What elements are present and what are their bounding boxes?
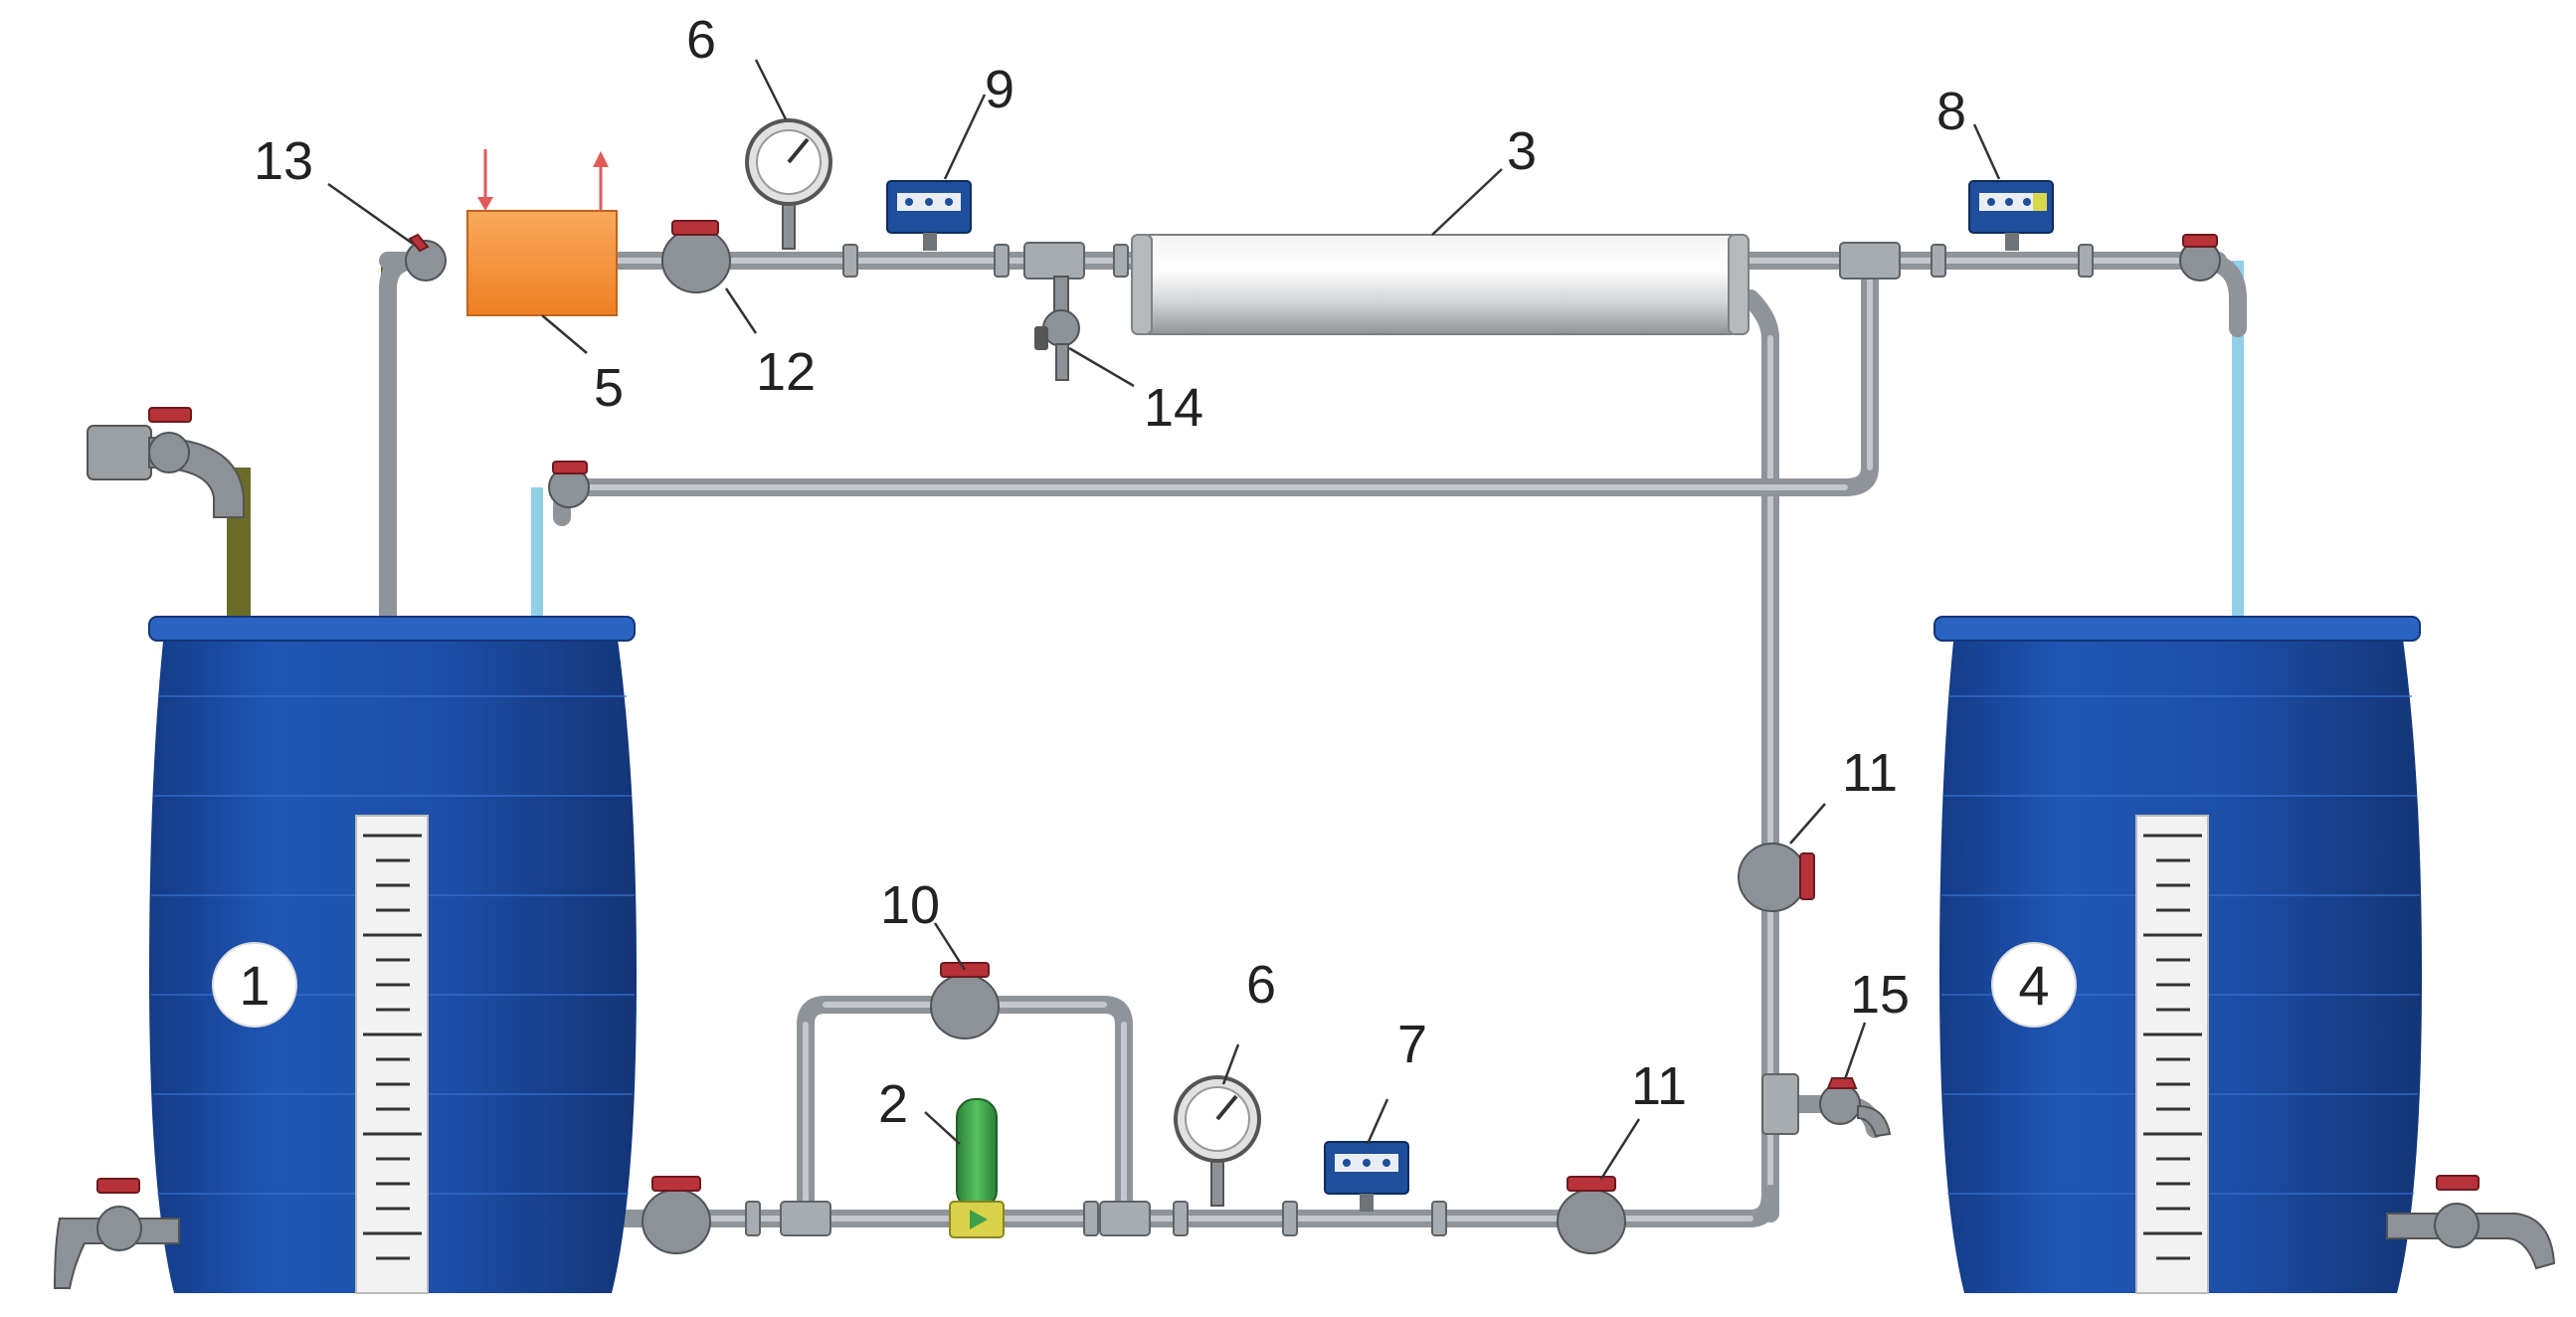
feed-tank: 1 <box>148 616 637 1294</box>
label-10: 10 <box>880 875 940 935</box>
valve-permeate-top <box>2179 234 2221 282</box>
heat-exchanger <box>466 149 618 316</box>
label-13: 13 <box>254 131 313 191</box>
label-3: 3 <box>1507 121 1537 181</box>
tank4-drain-tap <box>2386 1175 2556 1270</box>
label-14: 14 <box>1144 378 1203 438</box>
level-scale-4 <box>2135 815 2209 1294</box>
label-12: 12 <box>756 342 816 402</box>
valve-tank1-outlet <box>642 1176 711 1254</box>
label-7: 7 <box>1397 1015 1427 1074</box>
component-labels: 13 5 6 9 3 8 12 14 10 6 7 2 11 11 15 <box>254 10 1966 1134</box>
valve-11-bottom <box>1557 1176 1626 1254</box>
label-11-bottom: 11 <box>1631 1056 1687 1116</box>
valve-return-left <box>548 461 590 508</box>
label-5: 5 <box>594 358 624 418</box>
pressure-gauge-top <box>745 118 832 250</box>
fill-tap <box>87 407 245 518</box>
leader-lines <box>327 59 2001 1180</box>
label-2: 2 <box>878 1074 908 1134</box>
valve-15 <box>1819 1077 1892 1138</box>
flow-meter-9 <box>886 180 972 251</box>
label-6-bottom: 6 <box>1246 955 1276 1015</box>
permeate-tank-label: 4 <box>2018 954 2049 1017</box>
pressure-gauge-bottom <box>1174 1075 1261 1207</box>
valve-12 <box>661 220 731 293</box>
pump <box>949 1098 1005 1238</box>
label-11-vertical: 11 <box>1842 743 1898 803</box>
valve-14 <box>1034 276 1080 381</box>
label-15: 15 <box>1850 965 1910 1025</box>
tank1-drain-tap <box>53 1178 180 1289</box>
membrane-module <box>1131 234 1749 335</box>
valve-10 <box>930 962 1000 1039</box>
label-8: 8 <box>1936 82 1966 141</box>
flow-meter-8 <box>1968 180 2054 251</box>
level-scale-1 <box>355 815 429 1294</box>
label-6-top: 6 <box>686 10 716 70</box>
feed-tank-label: 1 <box>239 954 270 1017</box>
permeate-tank: 4 <box>1933 616 2422 1294</box>
valve-11-vertical <box>1738 843 1815 912</box>
valve-13 <box>405 233 447 282</box>
flow-meter-7 <box>1324 1141 1409 1212</box>
label-9: 9 <box>985 60 1014 119</box>
